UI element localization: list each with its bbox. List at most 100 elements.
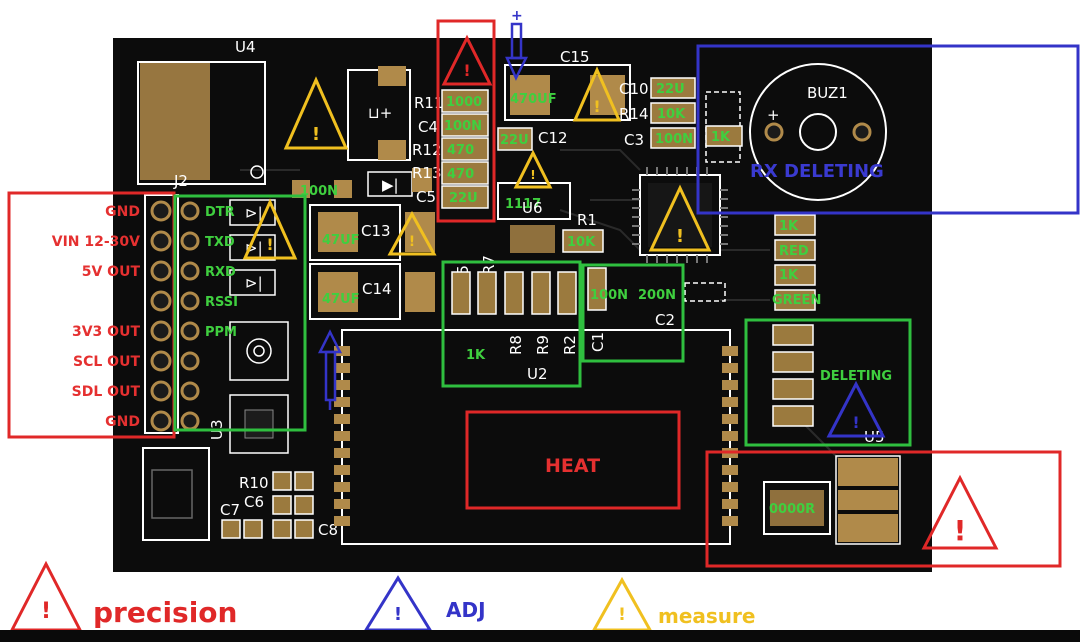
j2-pad <box>150 320 172 342</box>
svg-text:!: ! <box>463 61 470 80</box>
value-100n-c3: 100N <box>655 132 693 147</box>
j2-pin-label: 3V3 OUT <box>72 324 140 340</box>
j2-signal-label: RSSI <box>205 295 238 310</box>
deleting-label: DELETING <box>820 369 892 384</box>
legend-measure: ! measure <box>591 576 755 632</box>
j2-pad <box>150 230 172 252</box>
svg-text:!: ! <box>409 234 415 250</box>
box-green-c1-c2 <box>581 263 685 363</box>
value-1117: 1117 <box>505 197 541 212</box>
measure-warning-icon: ! <box>572 66 622 122</box>
label-r8: R8 <box>507 335 525 355</box>
svg-text:!: ! <box>593 97 600 116</box>
value-1k-led-b: 1K <box>779 268 799 283</box>
value-1k-buzzer: 1K <box>711 130 731 145</box>
legend-label-precision: precision <box>93 596 237 629</box>
value-10k-r14: 10K <box>657 107 686 122</box>
label-r13: R13 <box>412 164 442 182</box>
svg-text:⊳|: ⊳| <box>245 274 263 292</box>
value-470-b: 470 <box>447 167 474 182</box>
rx-deleting-label: RX DELETING <box>750 161 884 182</box>
j2-signal-label: PPM <box>205 325 237 340</box>
label-c13: C13 <box>361 222 391 240</box>
diode-array: ⊳| ⊳| ⊳| <box>229 199 276 296</box>
tact-switch <box>229 321 289 381</box>
j2-pad <box>150 200 172 222</box>
u5-area: U5 0000R <box>763 428 901 545</box>
value-1k-led-a: 1K <box>779 219 799 234</box>
label-r2: R2 <box>561 335 579 355</box>
label-c3: C3 <box>624 131 644 149</box>
measure-warning-icon: ! <box>283 76 349 150</box>
label-c6: C6 <box>244 493 264 511</box>
value-10k-r1: 10K <box>567 235 596 250</box>
c13-c14-caps: 47UF C13 47UF C14 <box>309 204 435 320</box>
box-green-u2-resistors <box>441 260 582 388</box>
measure-warning-icon: ! <box>513 149 553 189</box>
label-r12: R12 <box>412 141 442 159</box>
label-r1: R1 <box>577 211 597 229</box>
value-red: RED <box>779 244 809 259</box>
box-rx-deleting <box>696 44 1080 215</box>
svg-text:!: ! <box>394 604 402 625</box>
legend-adj: ! ADJ <box>363 575 486 632</box>
svg-text:!: ! <box>312 124 320 145</box>
value-47uf-a: 47UF <box>322 233 360 248</box>
r1-resistor: R1 10K <box>562 211 604 253</box>
c15-cap: 470UF C15 <box>504 48 631 121</box>
j2-signal-label: DTR <box>205 205 235 220</box>
u4-component: U4 <box>137 38 266 185</box>
label-c12: C12 <box>538 129 568 147</box>
label-c15: C15 <box>560 48 590 66</box>
bottom-left-connector <box>142 447 210 541</box>
label-r7: R7 <box>480 255 498 275</box>
value-22u: 22U <box>449 191 478 206</box>
adj-arrow-top: + <box>505 8 529 81</box>
j2-pin-label: GND <box>105 414 140 430</box>
j2-header: J2 <box>144 172 200 434</box>
svg-text:!: ! <box>954 514 967 547</box>
svg-text:⊳|: ⊳| <box>245 239 263 257</box>
value-1k-u2: 1K <box>466 348 486 363</box>
svg-text:!: ! <box>266 235 273 254</box>
cap-100n-left: 100N <box>292 180 352 199</box>
value-100n-c1: 100N <box>590 288 628 303</box>
adj-arrow-bottom <box>317 329 343 410</box>
r10-c6-c7-c8-group: R10 C6 C7 C8 <box>220 471 338 539</box>
label-u6: U6 <box>522 199 543 217</box>
value-470-a: 470 <box>447 143 474 158</box>
label-c7: C7 <box>220 501 240 519</box>
label-r10: R10 <box>239 474 269 492</box>
j2-pad <box>180 201 200 221</box>
measure-warning-icon: ! <box>242 198 298 260</box>
heat-label: HEAT <box>545 455 600 477</box>
adj-warning-icon: ! <box>826 380 886 438</box>
label-buz1: BUZ1 <box>807 84 848 102</box>
svg-text:!: ! <box>676 226 684 247</box>
j2-pad <box>180 321 200 341</box>
j2-pad <box>180 411 200 431</box>
value-100n-top: 100N <box>444 119 482 134</box>
j2-pad <box>150 350 172 372</box>
label-u2: U2 <box>527 365 548 383</box>
label-c5: C5 <box>416 188 436 206</box>
value-47uf-b: 47UF <box>322 292 360 307</box>
j2-pad <box>180 231 200 251</box>
svg-text:!: ! <box>41 599 51 624</box>
j2-pad <box>180 381 200 401</box>
j2-pad <box>150 290 172 312</box>
box-green-deleting <box>744 318 912 447</box>
value-green: GREEN <box>772 293 821 308</box>
label-c4: C4 <box>418 118 438 136</box>
value-470uf: 470UF <box>510 92 557 107</box>
svg-text:⊳|: ⊳| <box>245 204 263 222</box>
label-j2: J2 <box>173 172 188 190</box>
resistor-column: R11 C4 R12 R13 C5 1000 100N 470 470 22U <box>412 89 489 209</box>
box-precision-resistors <box>436 19 496 223</box>
label-c1: C1 <box>589 332 607 352</box>
c10-r14-c3-group: C10 R14 C3 22U 10K 100N <box>619 77 696 149</box>
value-200n: 200N <box>638 288 676 303</box>
j2-pad <box>180 291 200 311</box>
svg-text:!: ! <box>618 605 626 625</box>
